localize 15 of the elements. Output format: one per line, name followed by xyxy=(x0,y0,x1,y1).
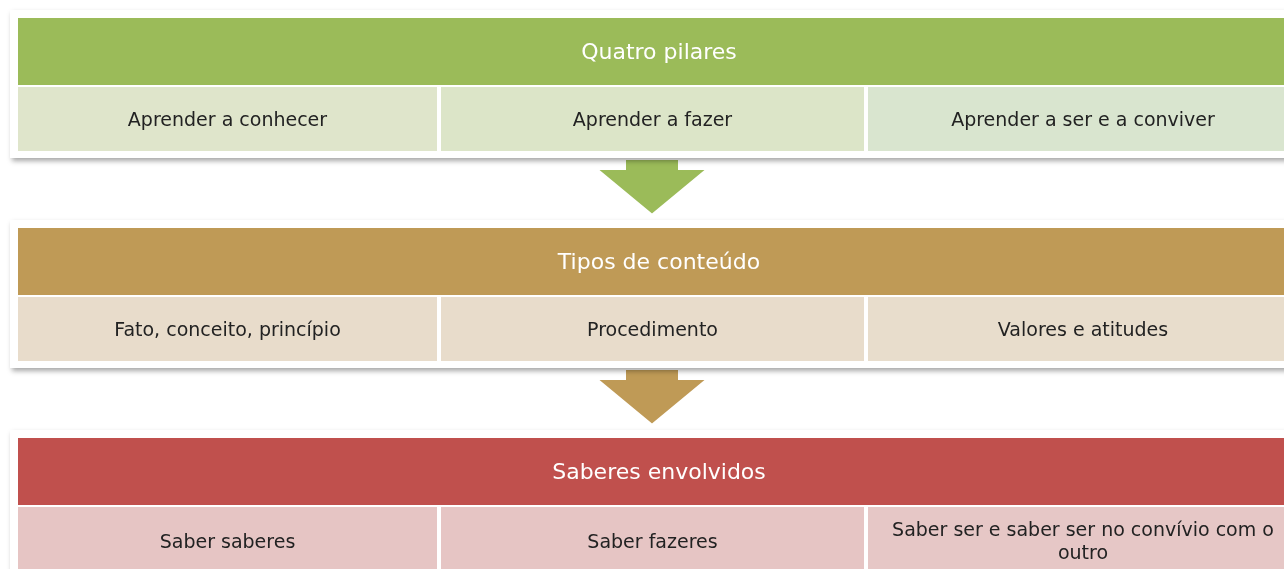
panel-heading: Quatro pilares xyxy=(18,18,1284,85)
panel-card xyxy=(10,220,1284,368)
panel-heading: Saberes envolvidos xyxy=(18,438,1284,505)
panel-card xyxy=(10,430,1284,569)
category-cell: Saber fazeres xyxy=(441,507,864,569)
category-cell: Aprender a conhecer xyxy=(18,87,437,151)
panel-heading: Tipos de conteúdo xyxy=(18,228,1284,295)
category-cell: Saber ser e saber ser no convívio com o outro xyxy=(868,507,1284,569)
category-cell: Valores e atitudes xyxy=(868,297,1284,361)
panel-card xyxy=(10,10,1284,158)
category-cell: Fato, conceito, princípio xyxy=(18,297,437,361)
category-cell: Procedimento xyxy=(441,297,864,361)
category-cell: Aprender a ser e a conviver xyxy=(868,87,1284,151)
category-cell: Saber saberes xyxy=(18,507,437,569)
category-cell: Aprender a fazer xyxy=(441,87,864,151)
